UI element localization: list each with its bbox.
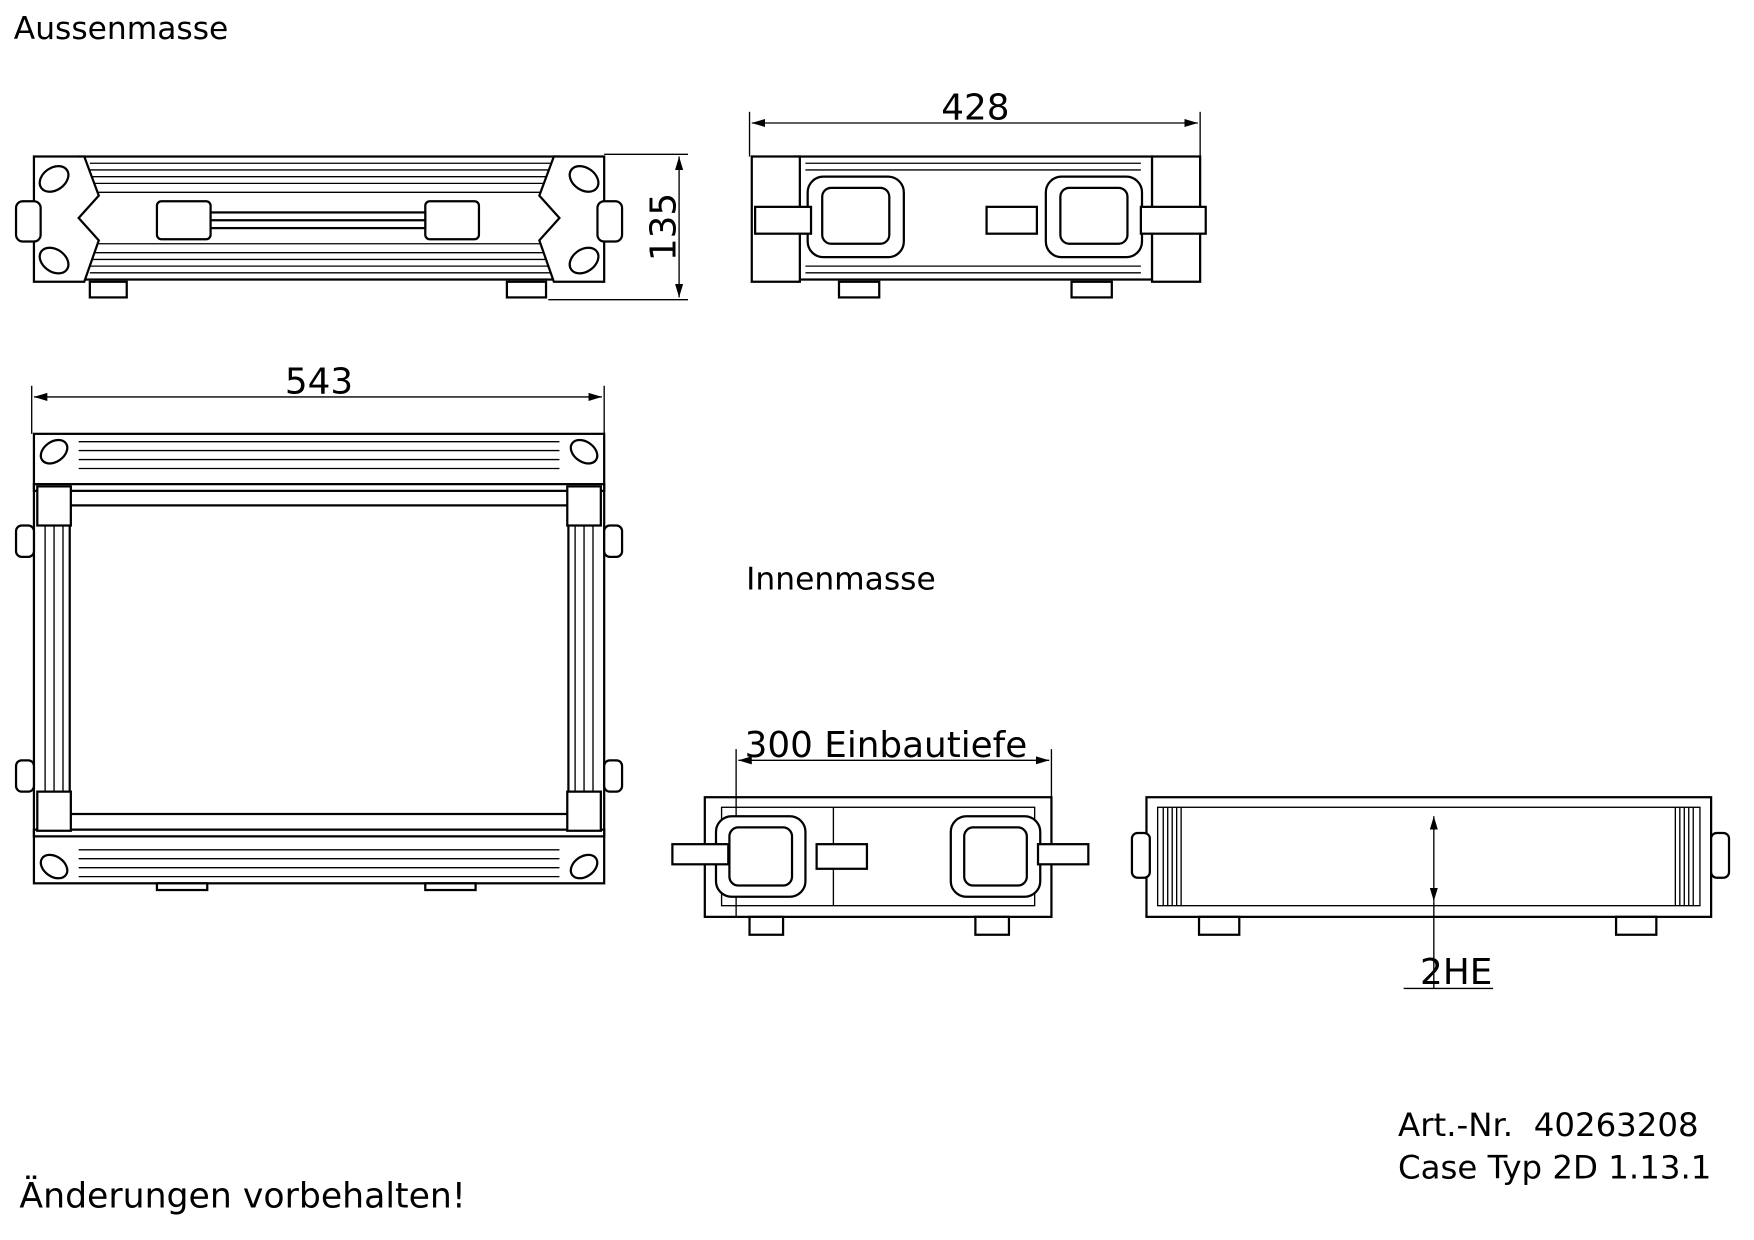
inner-side-view [1130, 796, 1731, 936]
case-top-view [14, 432, 624, 892]
height-dimension: 135 [548, 153, 689, 301]
mount-depth-dimension: 300 Einbautiefe [735, 725, 1053, 798]
width-dimension: 428 [748, 88, 1201, 157]
case-front-view [750, 155, 1207, 299]
title-block: Art.-Nr. 40263208 Case Typ 2D 1.13.1 [1398, 1106, 1711, 1186]
case-type: Case Typ 2D 1.13.1 [1398, 1149, 1711, 1187]
width-value: 428 [941, 88, 1009, 129]
outer-dimensions-heading: Aussenmasse [14, 11, 228, 47]
case-side-view [14, 155, 624, 299]
inner-dimensions-heading: Innenmasse [746, 561, 936, 597]
article-number: Art.-Nr. 40263208 [1398, 1106, 1699, 1144]
rack-units-value: 2HE [1420, 952, 1492, 993]
mount-depth-value: 300 Einbautiefe [745, 725, 1028, 766]
rack-units-dimension: 2HE [1403, 816, 1494, 993]
inner-front-view [671, 796, 1090, 936]
depth-dimension: 543 [31, 362, 605, 434]
disclaimer: Änderungen vorbehalten! [19, 1175, 465, 1217]
depth-value: 543 [285, 362, 353, 403]
height-value: 135 [644, 193, 685, 261]
